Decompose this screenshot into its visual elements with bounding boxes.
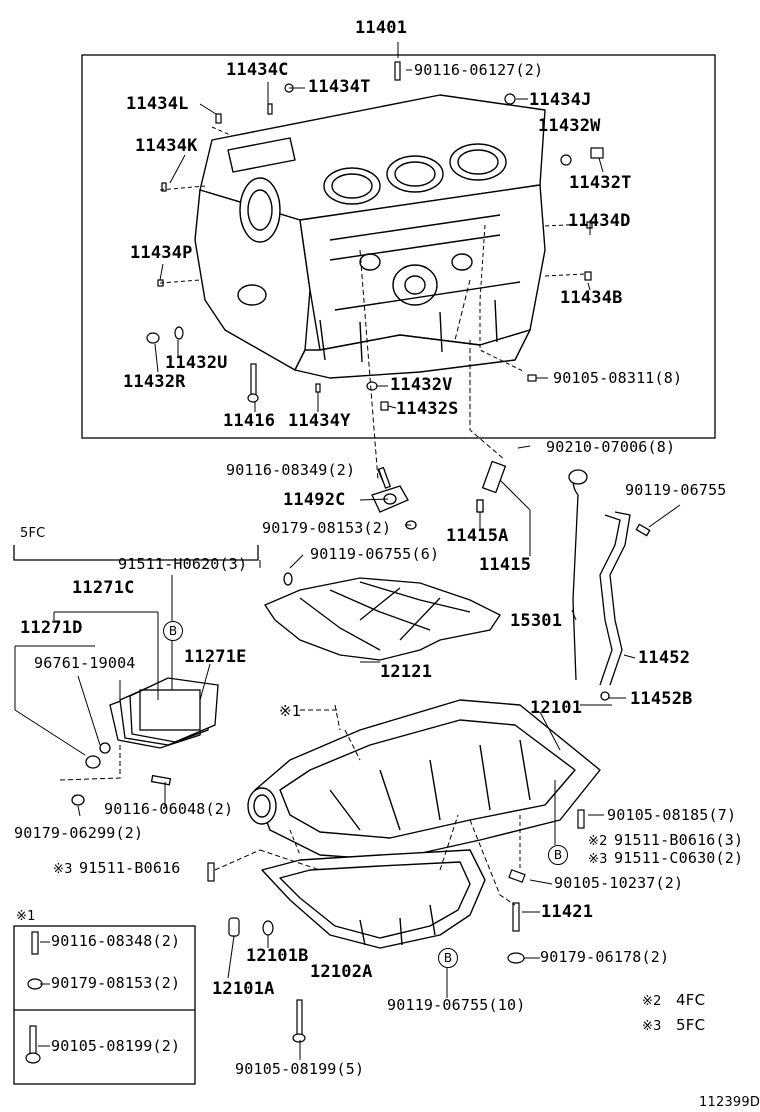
label-91511-C0630: 91511-C0630(2) [614,849,744,867]
label-90119-06755-10: 90119-06755(10) [387,996,526,1014]
label-90105-08311: 90105-08311(8) [553,369,683,387]
label-90179-08153-upper: 90179-08153(2) [262,519,392,537]
pan-small-parts [25,809,585,1064]
label-90119-06755-right: 90119-06755 [625,481,727,499]
label-11492C: 11492C [283,490,346,510]
label-91511-B0616-3: 91511-B0616(3) [614,831,744,849]
label-11434T: 11434T [308,77,371,97]
label-11432T: 11432T [569,173,632,193]
label-note-3-b: ※3 [53,862,73,877]
label-11434P: 11434P [130,243,193,263]
label-note-1-b: ※1 [16,909,36,924]
label-11271D: 11271D [20,618,83,638]
label-90105-10237: 90105-10237(2) [554,874,684,892]
label-11452B: 11452B [630,689,693,709]
label-11432U: 11432U [165,353,228,373]
label-note-2-a: ※2 [588,834,608,849]
label-90116-06127: 90116-06127(2) [414,61,544,79]
label-11432W: 11432W [538,116,601,136]
cylinder-block-drawing [194,94,546,379]
label-90119-06755-6: 90119-06755(6) [310,545,440,563]
label-91511-H0620: 91511-H0620(3) [118,555,248,573]
label-90116-08349: 90116-08349(2) [226,461,356,479]
block-small-parts [146,61,604,411]
label-96761-19004: 96761-19004 [34,654,136,672]
label-note-2-b: ※2 [642,994,662,1009]
label-90179-06299: 90179-06299(2) [14,824,144,842]
oil-pan-drawing [247,699,601,949]
circle-marker-b-2: B [548,845,568,865]
middle-parts [71,460,651,806]
label-12102A: 12102A [310,962,373,982]
label-90116-06048: 90116-06048(2) [104,800,234,818]
label-11434J: 11434J [529,90,592,110]
label-5FC-bracket: 5FC [20,526,46,541]
label-note-3-a: ※3 [588,852,608,867]
label-11401: 11401 [355,18,408,38]
label-11452: 11452 [638,648,691,668]
label-note-3-c: ※3 [642,1019,662,1034]
inset-frame [13,925,196,1085]
leader-lines [154,42,604,481]
label-4FC: 4FC [676,991,706,1009]
label-12101A: 12101A [212,979,275,999]
circle-marker-b-1: B [163,621,183,641]
label-11415: 11415 [479,555,532,575]
leader-lines-lower [14,469,681,1060]
label-91511-B0616: 91511-B0616 [79,859,181,877]
label-11415A: 11415A [446,526,509,546]
label-11271E: 11271E [184,647,247,667]
label-11432V: 11432V [390,375,453,395]
label-90116-08348: 90116-08348(2) [51,932,181,950]
label-11434B: 11434B [560,288,623,308]
circle-marker-b-3: B [438,948,458,968]
label-15301: 15301 [510,611,563,631]
label-11421: 11421 [541,902,594,922]
label-11434C: 11434C [226,60,289,80]
label-12101B: 12101B [246,946,309,966]
label-90105-08199-2: 90105-08199(2) [51,1037,181,1055]
label-11434K: 11434K [135,136,198,156]
label-90105-08199-5: 90105-08199(5) [235,1060,365,1078]
label-11416: 11416 [223,411,276,431]
label-12121: 12121 [380,662,433,682]
label-90179-08153-inset: 90179-08153(2) [51,974,181,992]
label-note-1-a: ※1 [279,702,302,720]
label-90179-06178: 90179-06178(2) [540,948,670,966]
label-90105-08185: 90105-08185(7) [607,806,737,824]
label-11434Y: 11434Y [288,411,351,431]
label-12101: 12101 [530,698,583,718]
diagram-code: 112399D [699,1095,760,1110]
label-11271C: 11271C [72,578,135,598]
label-11432S: 11432S [396,399,459,419]
label-90210-07006: 90210-07006(8) [546,438,676,456]
label-11434D: 11434D [568,211,631,231]
label-11434L: 11434L [126,94,189,114]
label-5FC: 5FC [676,1016,706,1034]
label-11432R: 11432R [123,372,186,392]
